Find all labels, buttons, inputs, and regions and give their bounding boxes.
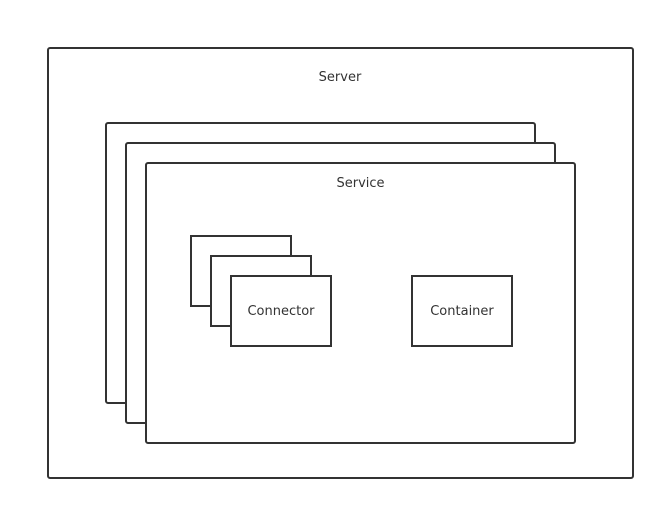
- service-label: Service: [336, 176, 385, 191]
- container-label: Container: [430, 303, 494, 319]
- container-box: Container: [411, 275, 513, 347]
- connector-box: Connector: [230, 275, 332, 347]
- connector-label: Connector: [247, 303, 315, 319]
- server-label: Server: [318, 70, 362, 85]
